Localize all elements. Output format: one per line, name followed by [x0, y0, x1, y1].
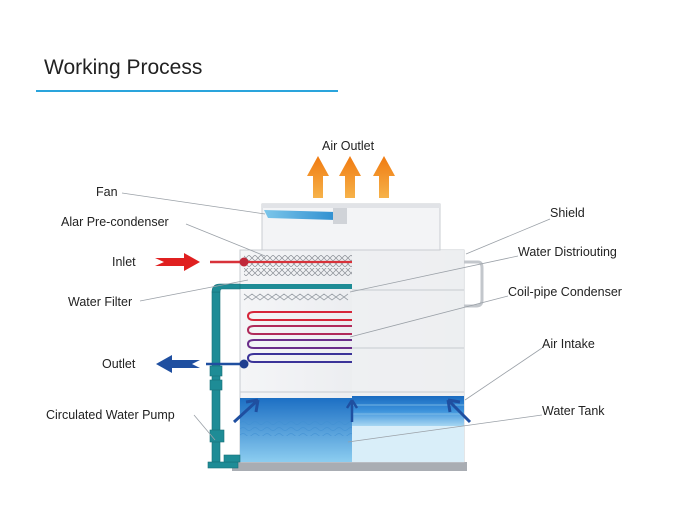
leader-air-intake	[464, 347, 543, 401]
air-outlet-arrow-1	[307, 156, 329, 198]
label-air-outlet: Air Outlet	[322, 139, 375, 153]
water-distributing-header	[240, 284, 352, 289]
outlet-arrow	[156, 355, 200, 373]
tower-base	[232, 462, 467, 471]
label-water-distributing: Water Distriouting	[518, 245, 617, 259]
inlet-connector	[239, 257, 249, 267]
coil-pipe-condenser	[246, 311, 352, 363]
label-coil-pipe-condenser: Coil-pipe Condenser	[508, 285, 622, 299]
page-title: Working Process	[44, 56, 203, 79]
label-water-filter: Water Filter	[68, 295, 132, 309]
leader-shield	[465, 218, 551, 255]
water-tank-right	[352, 396, 464, 426]
title-underline	[36, 90, 338, 92]
outlet-connector	[239, 359, 249, 369]
leader-coil-pipe-condenser	[349, 295, 509, 338]
label-fan: Fan	[96, 185, 118, 199]
fan-blade	[264, 210, 336, 220]
leader-water-filter	[139, 279, 249, 302]
label-shield: Shield	[550, 206, 585, 220]
air-intake-arrow-center	[345, 399, 359, 422]
leader-water-tank	[347, 414, 543, 443]
label-inlet: Inlet	[112, 255, 136, 269]
circulated-water-pump	[207, 283, 241, 469]
inlet-arrow	[155, 253, 200, 271]
label-alar-pre-condenser: Alar Pre-condenser	[61, 215, 169, 229]
label-circulated-water-pump: Circulated Water Pump	[46, 408, 175, 422]
label-outlet: Outlet	[102, 357, 136, 371]
label-water-tank: Water Tank	[542, 404, 605, 418]
shield-handle	[464, 260, 484, 308]
air-outlet-arrow-3	[373, 156, 395, 198]
label-air-intake: Air Intake	[542, 337, 595, 351]
leader-circulated-water-pump	[193, 414, 216, 441]
leader-fan	[121, 192, 266, 215]
air-intake-arrow-right	[446, 398, 472, 424]
air-intake-arrow-left	[232, 398, 260, 424]
air-outlet-arrow-2	[339, 156, 361, 198]
leader-water-distributing	[349, 255, 519, 293]
leader-alar-pre-condenser	[185, 223, 266, 257]
